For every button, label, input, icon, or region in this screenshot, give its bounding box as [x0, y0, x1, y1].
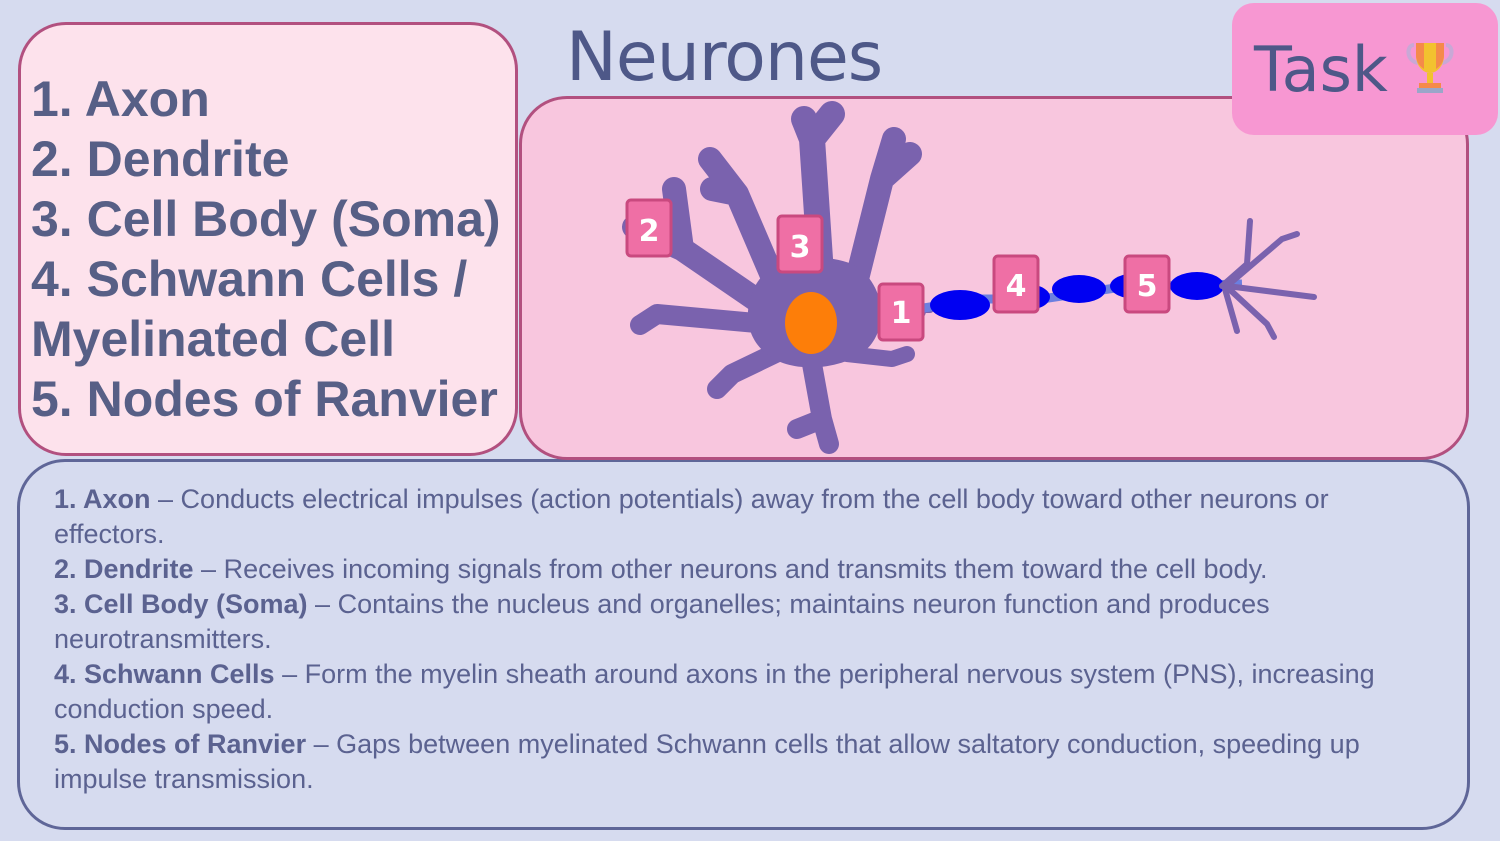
- myelin-sheath: [1052, 275, 1106, 303]
- myelin-sheath: [1170, 272, 1224, 300]
- term-item: 4. Schwann Cells /: [31, 251, 468, 307]
- description-term: 2. Dendrite: [54, 554, 194, 584]
- label-text: 3: [790, 230, 811, 265]
- label-badge-3: 3: [776, 214, 824, 274]
- term-item: 3. Cell Body (Soma): [31, 191, 501, 247]
- page-title: Neurones: [566, 18, 883, 97]
- terms-panel: 1. Axon 2. Dendrite 3. Cell Body (Soma) …: [18, 22, 518, 456]
- nucleus: [785, 292, 837, 354]
- description-item: 2. Dendrite – Receives incoming signals …: [54, 552, 1427, 587]
- description-text: – Contains the nucleus and organelles; m…: [54, 589, 1270, 654]
- cell-body: [622, 101, 934, 454]
- axon: [916, 272, 1243, 320]
- description-item: 1. Axon – Conducts electrical impulses (…: [54, 482, 1427, 552]
- task-badge: Task: [1232, 3, 1498, 135]
- description-term: 3. Cell Body (Soma): [54, 589, 308, 619]
- descriptions-panel: 1. Axon – Conducts electrical impulses (…: [17, 459, 1470, 830]
- description-term: 1. Axon: [54, 484, 151, 514]
- description-term: 5. Nodes of Ranvier: [54, 729, 307, 759]
- term-item: Myelinated Cell: [31, 311, 395, 367]
- description-term: 4. Schwann Cells: [54, 659, 275, 689]
- term-list: 1. Axon 2. Dendrite 3. Cell Body (Soma) …: [31, 69, 515, 429]
- label-badge-5: 5: [1123, 254, 1171, 314]
- neuron-diagram: 2 3 1 4 5: [622, 101, 1317, 454]
- description-text: – Form the myelin sheath around axons in…: [54, 659, 1375, 724]
- neuron-diagram-panel: 2 3 1 4 5: [519, 96, 1469, 460]
- label-text: 5: [1137, 269, 1158, 304]
- term-item: 5. Nodes of Ranvier: [31, 371, 498, 427]
- description-item: 4. Schwann Cells – Form the myelin sheat…: [54, 657, 1427, 727]
- description-item: 3. Cell Body (Soma) – Contains the nucle…: [54, 587, 1427, 657]
- label-text: 1: [891, 296, 912, 331]
- description-text: – Receives incoming signals from other n…: [193, 554, 1268, 584]
- label-text: 2: [639, 214, 660, 249]
- description-text: – Gaps between myelinated Schwann cells …: [54, 729, 1360, 794]
- term-item: 1. Axon: [31, 71, 210, 127]
- axon-terminal: [1219, 218, 1317, 340]
- trophy-icon: [1404, 41, 1456, 102]
- myelin-sheath: [930, 290, 990, 320]
- task-label: Task: [1254, 32, 1388, 106]
- description-text: – Conducts electrical impulses (action p…: [54, 484, 1329, 549]
- label-text: 4: [1006, 269, 1027, 304]
- term-item: 2. Dendrite: [31, 131, 290, 187]
- description-item: 5. Nodes of Ranvier – Gaps between myeli…: [54, 727, 1427, 797]
- label-badge-1: 1: [877, 282, 925, 342]
- label-badge-4: 4: [992, 254, 1040, 314]
- label-badge-2: 2: [625, 198, 673, 258]
